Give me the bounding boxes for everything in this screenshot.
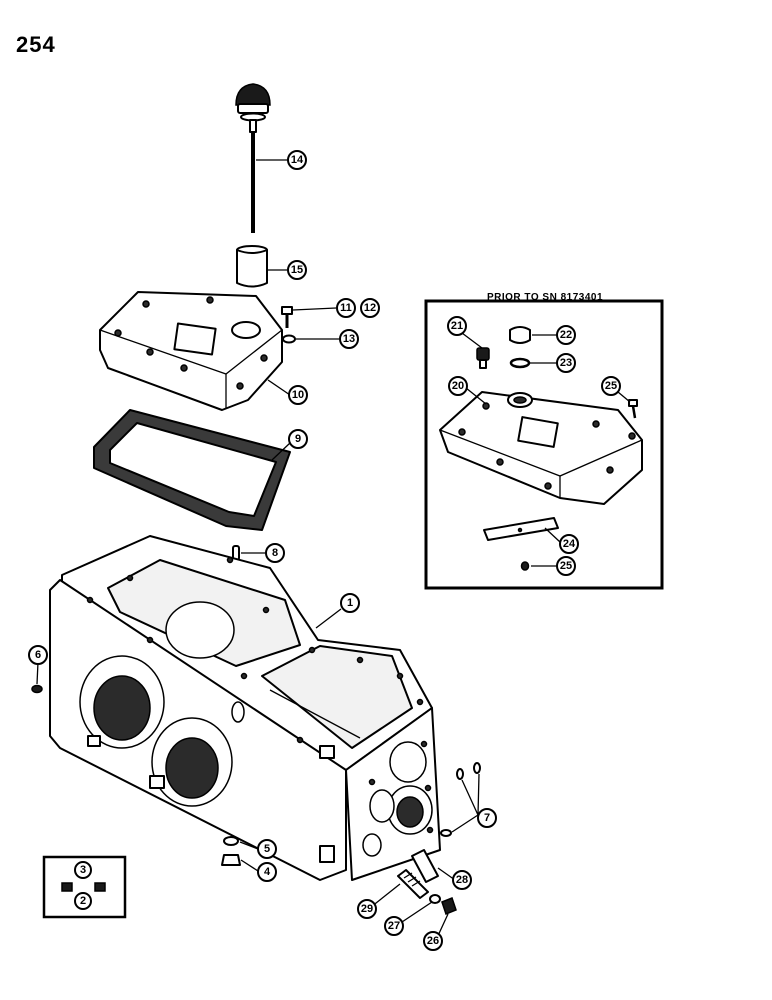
callout-12: 12 (360, 298, 380, 318)
page-number: 254 (16, 32, 56, 57)
callout-5: 5 (257, 839, 277, 859)
callout-28: 26 (423, 931, 443, 951)
callout-7: 7 (477, 808, 497, 828)
stud-part (397, 869, 457, 915)
svg-text:11: 11 (340, 302, 352, 314)
callout-14: 14 (287, 150, 307, 170)
inset-title: PRIOR TO SN 8173401 (487, 292, 603, 303)
svg-text:21: 21 (451, 320, 463, 332)
svg-text:22: 22 (560, 329, 572, 341)
plug-washer-part (221, 836, 241, 866)
svg-text:3: 3 (80, 864, 86, 876)
callout-1: 1 (340, 593, 360, 613)
callout-15: 15 (287, 260, 307, 280)
callout-9: 9 (288, 429, 308, 449)
top-cover-part (99, 291, 283, 411)
cover-gasket-part (93, 409, 291, 531)
svg-text:8: 8 (272, 547, 278, 559)
callout-4: 4 (257, 862, 277, 882)
callout-26: 28 (452, 870, 472, 890)
callouts: 14 15 11 12 13 10 9 8 1 6 5 4 7 28 29 27… (28, 150, 621, 951)
svg-text:4: 4 (264, 866, 271, 878)
svg-text:29: 29 (361, 903, 373, 915)
prior-sn-inset: PRIOR TO SN 8173401 (424, 292, 664, 590)
svg-text:25: 25 (605, 380, 617, 392)
sleeve-part (411, 849, 439, 883)
svg-text:7: 7 (484, 812, 490, 824)
callout-6: 6 (28, 645, 48, 665)
callout-25-lower: 25 (556, 556, 576, 576)
svg-text:24: 24 (563, 538, 576, 550)
svg-text:1: 1 (347, 597, 353, 609)
callout-20: 20 (448, 376, 468, 396)
svg-text:12: 12 (364, 302, 376, 314)
svg-text:15: 15 (291, 264, 303, 276)
svg-text:6: 6 (35, 649, 41, 661)
drain-plug-part (31, 684, 43, 694)
transmission-case-part (49, 535, 441, 881)
leader-lines (36, 159, 631, 941)
callout-24: 24 (559, 534, 579, 554)
svg-text:9: 9 (295, 433, 301, 445)
svg-text:14: 14 (291, 154, 304, 166)
svg-text:25: 25 (560, 560, 572, 572)
filler-tube-part (236, 245, 268, 288)
callout-11: 11 (336, 298, 356, 318)
svg-text:23: 23 (560, 357, 572, 369)
svg-text:10: 10 (292, 389, 304, 401)
callout-29: 27 (384, 916, 404, 936)
callout-21: 21 (447, 316, 467, 336)
svg-text:13: 13 (343, 333, 355, 345)
callout-2: 2 (74, 892, 92, 910)
svg-text:26: 26 (427, 935, 439, 947)
callout-3: 3 (74, 861, 92, 879)
svg-text:28: 28 (456, 874, 468, 886)
callout-25-upper: 25 (601, 376, 621, 396)
callout-22: 22 (556, 325, 576, 345)
o-rings-part (440, 762, 481, 837)
svg-text:2: 2 (80, 895, 86, 907)
callout-10: 10 (288, 385, 308, 405)
callout-13: 13 (339, 329, 359, 349)
svg-text:27: 27 (388, 920, 400, 932)
svg-text:20: 20 (452, 380, 464, 392)
callout-27: 29 (357, 899, 377, 919)
dipstick-part (235, 83, 271, 233)
callout-23: 23 (556, 353, 576, 373)
svg-text:5: 5 (264, 843, 270, 855)
callout-8: 8 (265, 543, 285, 563)
cover-bolt-part (281, 306, 296, 344)
